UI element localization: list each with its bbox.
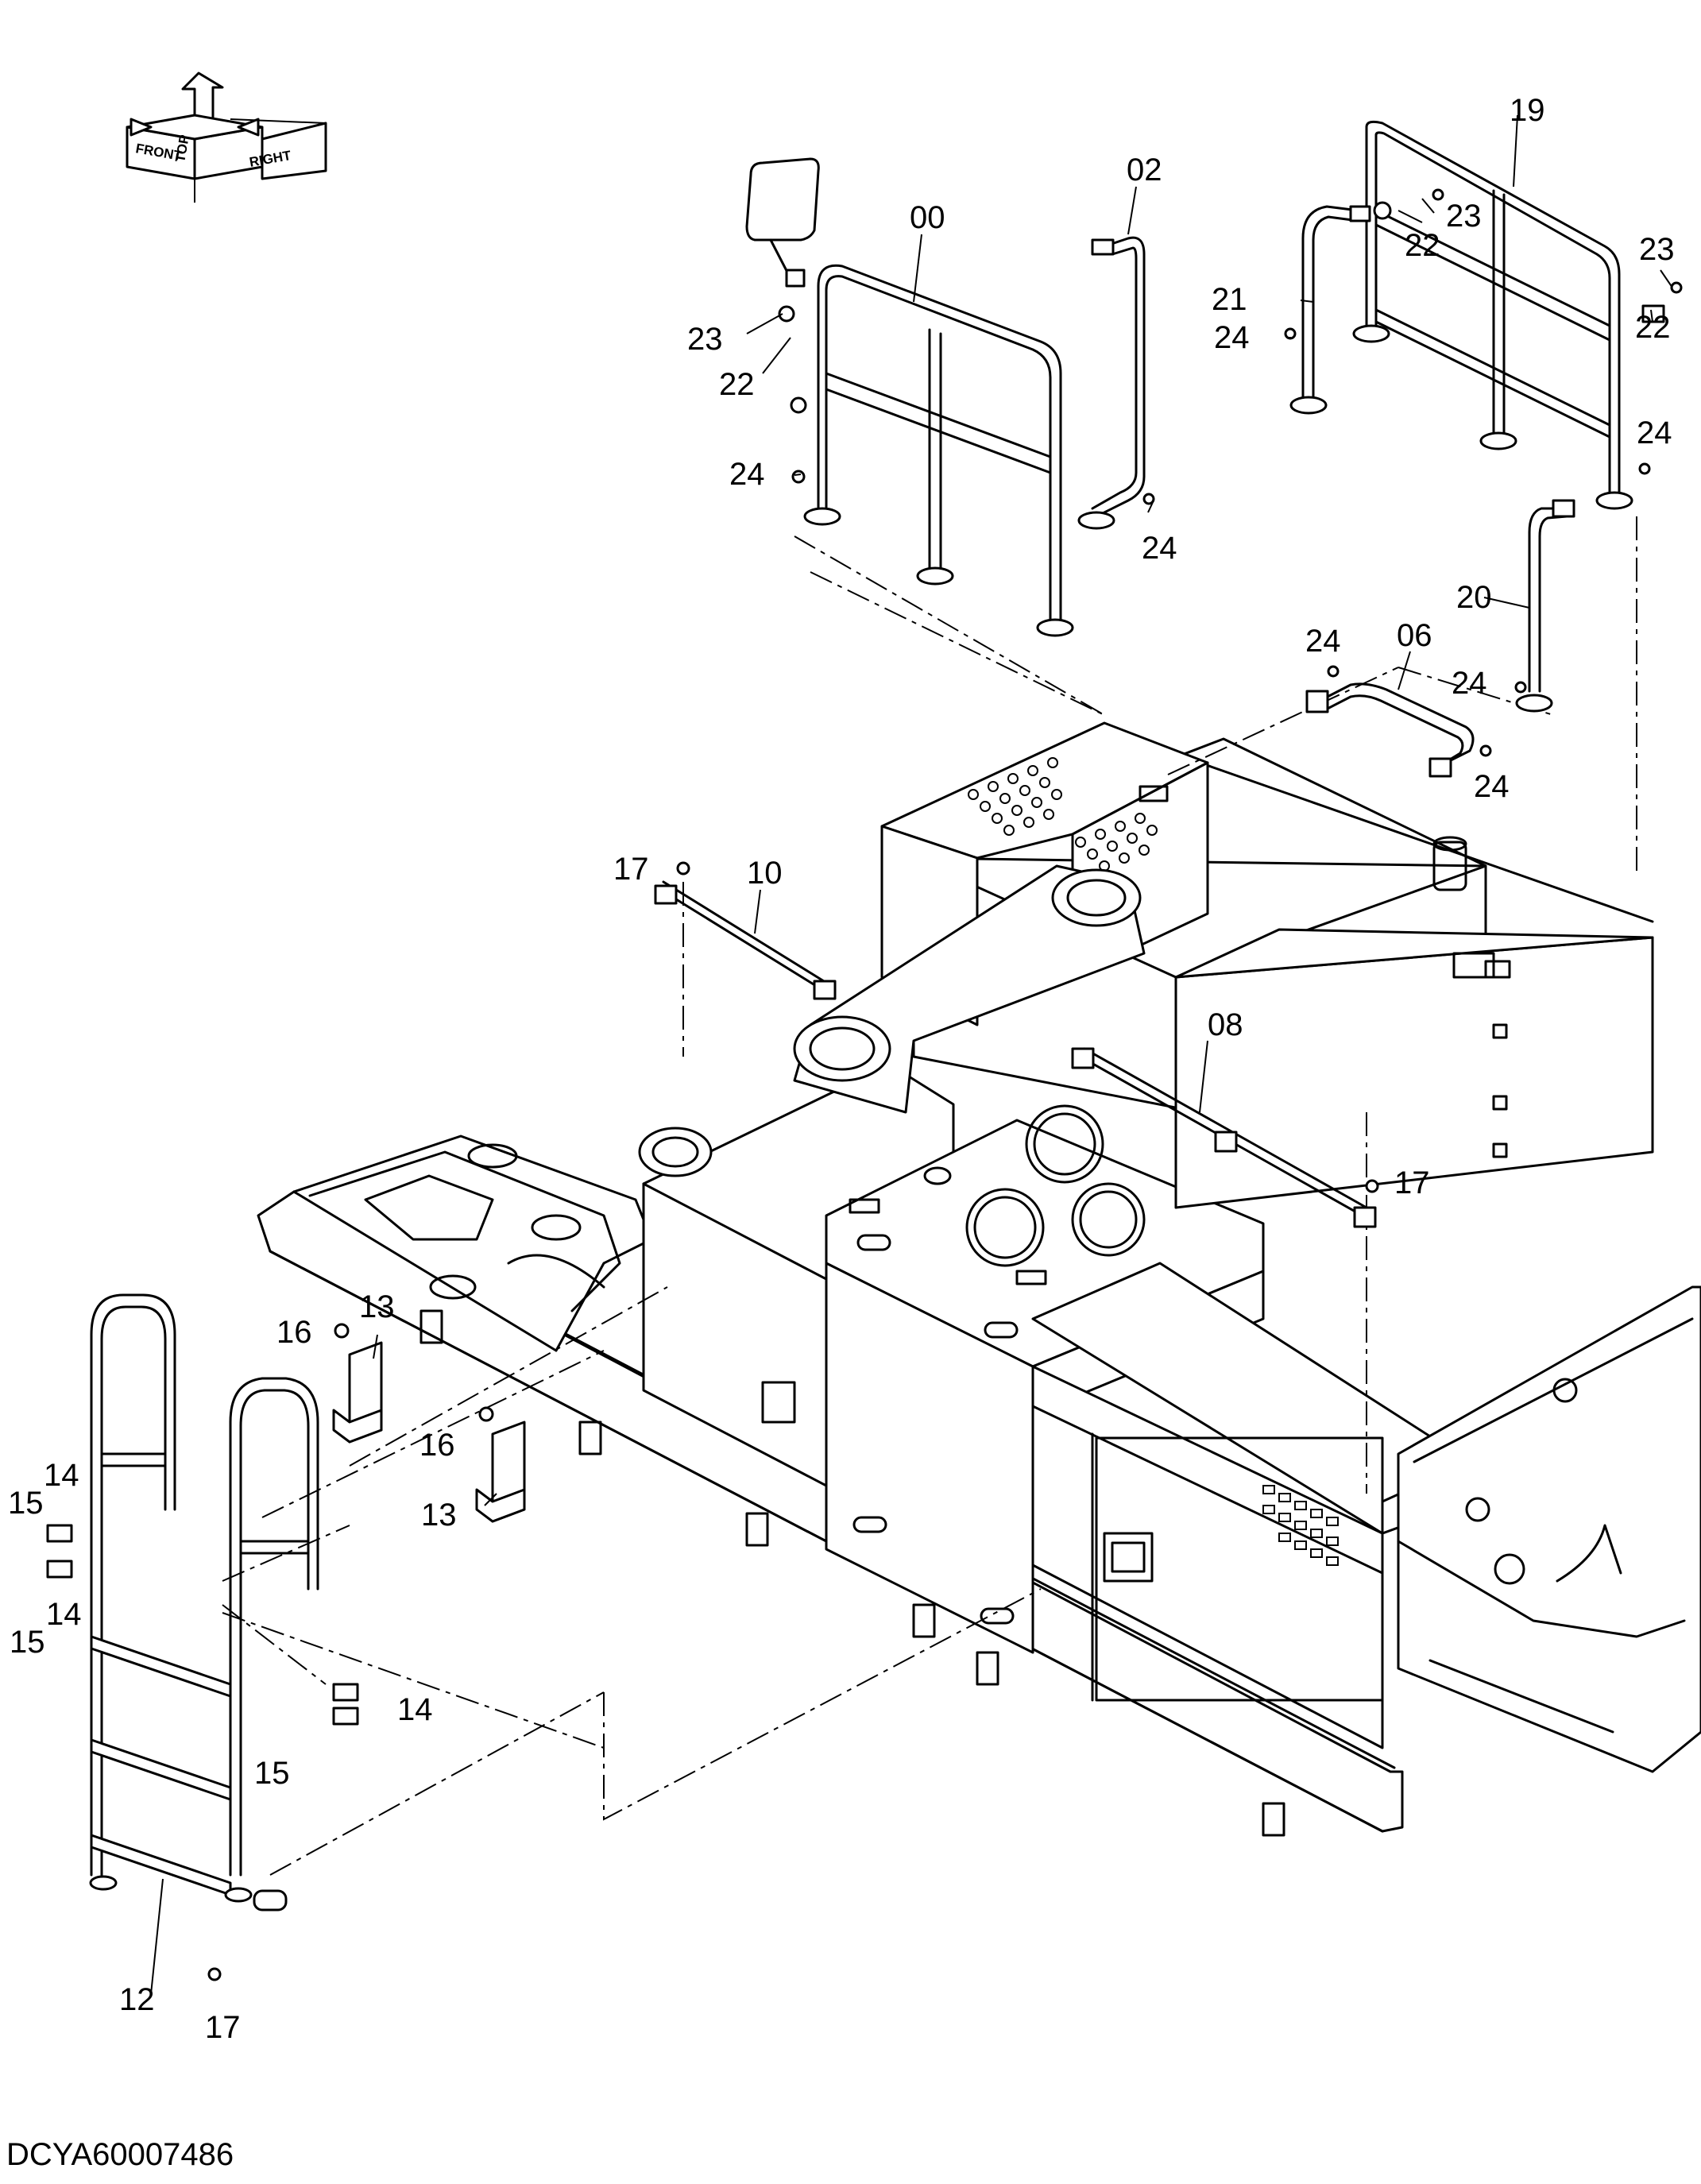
perforated-panel-icon	[968, 757, 1158, 872]
callout-21: 21	[1212, 282, 1247, 317]
callout-22-mid: 22	[1405, 228, 1440, 263]
callout-15-right: 15	[254, 1756, 290, 1791]
handrail-02	[1077, 236, 1146, 530]
bracket-13a	[332, 1341, 383, 1444]
callout-24-rail19: 24	[1637, 416, 1672, 450]
handrail-08	[1071, 1047, 1377, 1228]
ladder-12	[89, 1293, 319, 1911]
callout-10: 10	[747, 856, 783, 891]
orientation-compass-icon: FRONT TOP RIGHT	[126, 72, 327, 203]
mirror-icon	[745, 157, 820, 288]
callout-16-upper: 16	[276, 1315, 312, 1350]
handrail-20	[1515, 499, 1575, 713]
callout-24-rail00: 24	[729, 457, 765, 492]
callout-19: 19	[1510, 93, 1545, 128]
callout-14-right: 14	[397, 1692, 433, 1727]
callout-14-top: 14	[44, 1458, 79, 1493]
callout-00: 00	[910, 200, 945, 235]
callout-06: 06	[1397, 618, 1432, 653]
callout-16-lower: 16	[419, 1428, 455, 1463]
callout-17-rail10: 17	[613, 852, 649, 887]
callout-14-mid: 14	[46, 1597, 82, 1632]
callout-17-ladder: 17	[205, 2010, 241, 2045]
callout-20: 20	[1456, 580, 1492, 615]
callout-23-right: 23	[1639, 232, 1675, 267]
callout-13-upper: 13	[359, 1289, 395, 1324]
keypad-grid-icon	[1262, 1485, 1339, 1566]
handrail-10	[654, 880, 837, 1000]
callout-02: 02	[1127, 153, 1162, 187]
callout-15-mid: 15	[10, 1625, 45, 1660]
handrail-19	[1352, 120, 1633, 510]
callout-24-rail02: 24	[1142, 531, 1177, 566]
diagram-code: DCYA60007486	[6, 2137, 234, 2172]
fastener-set	[46, 188, 1683, 1981]
callout-22-left: 22	[719, 367, 755, 402]
callout-24-rail21: 24	[1214, 320, 1250, 355]
callout-labels: 00 02 06 08 10 12 13 13 14 14 14 15 15 1…	[8, 93, 1675, 2045]
callout-24-rail06-right: 24	[1474, 769, 1510, 804]
callout-15-top: 15	[8, 1486, 44, 1521]
callout-22-right: 22	[1635, 310, 1671, 345]
handrail-21	[1289, 205, 1371, 415]
callout-13-lower: 13	[421, 1498, 457, 1533]
handrail-00	[803, 264, 1074, 637]
callout-24-rail06-left: 24	[1305, 624, 1341, 659]
bracket-13b	[475, 1421, 526, 1523]
callout-23-left: 23	[687, 322, 723, 357]
callout-24-rail20: 24	[1452, 666, 1487, 701]
leader-lines	[150, 114, 1673, 1995]
callout-08: 08	[1208, 1007, 1243, 1042]
callout-12: 12	[119, 1982, 155, 2017]
callout-23-mid: 23	[1446, 199, 1482, 234]
callout-17-rail08: 17	[1394, 1165, 1430, 1200]
handrail-06	[1305, 682, 1475, 778]
upper-frame-body	[222, 516, 1701, 1876]
